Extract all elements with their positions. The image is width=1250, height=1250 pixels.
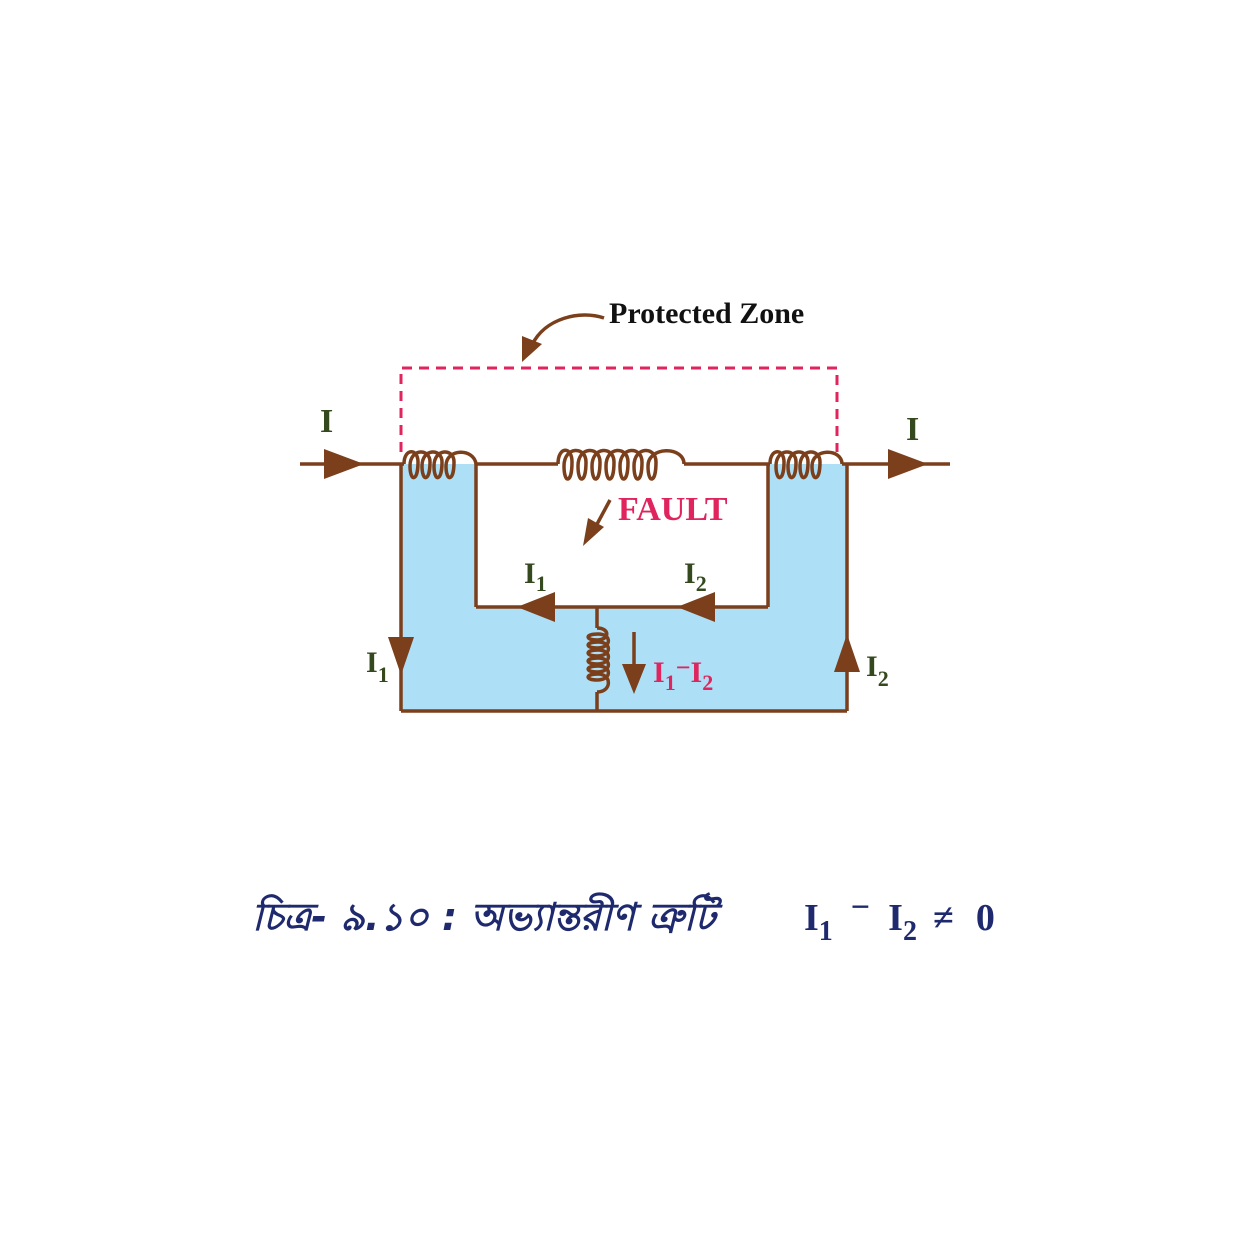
current-in-label: I (320, 403, 333, 440)
relay-coil (586, 626, 611, 694)
protected-winding-coil (556, 448, 686, 481)
i2-right-label: I2 (866, 650, 889, 691)
zone-pointer-arrowhead (522, 336, 542, 362)
i1-top-arrow (517, 592, 555, 622)
protected-zone-border (399, 366, 839, 452)
current-in-arrow (324, 449, 364, 479)
i2-top-label: I2 (684, 557, 707, 596)
ct-right-coil (768, 450, 844, 480)
i1-left-label: I1 (366, 646, 389, 687)
ct-left-coil (402, 450, 478, 480)
i2-top-arrow (677, 592, 715, 622)
i2-right-arrow (834, 634, 860, 672)
current-out-arrow (888, 449, 928, 479)
zone-label: Protected Zone (609, 297, 804, 330)
diff-current-label: I1−I2 (653, 653, 713, 695)
diff-current-arrowhead (622, 664, 646, 694)
fault-pointer-shaft (594, 499, 612, 527)
zone-pointer-curve (530, 313, 605, 346)
i1-top-label: I1 (524, 557, 547, 596)
current-out-label: I (906, 411, 919, 448)
figure-caption-bn: চিত্র- ৯.১০ : অভ্যান্তরীণ ত্রুটি (252, 892, 724, 939)
fault-label: FAULT (618, 491, 728, 528)
fault-pointer-arrowhead (583, 518, 604, 546)
i1-left-arrow (388, 637, 414, 675)
relay-circuit-fill (401, 464, 847, 711)
figure-caption-equation: I1−I2≠0 (804, 889, 995, 947)
